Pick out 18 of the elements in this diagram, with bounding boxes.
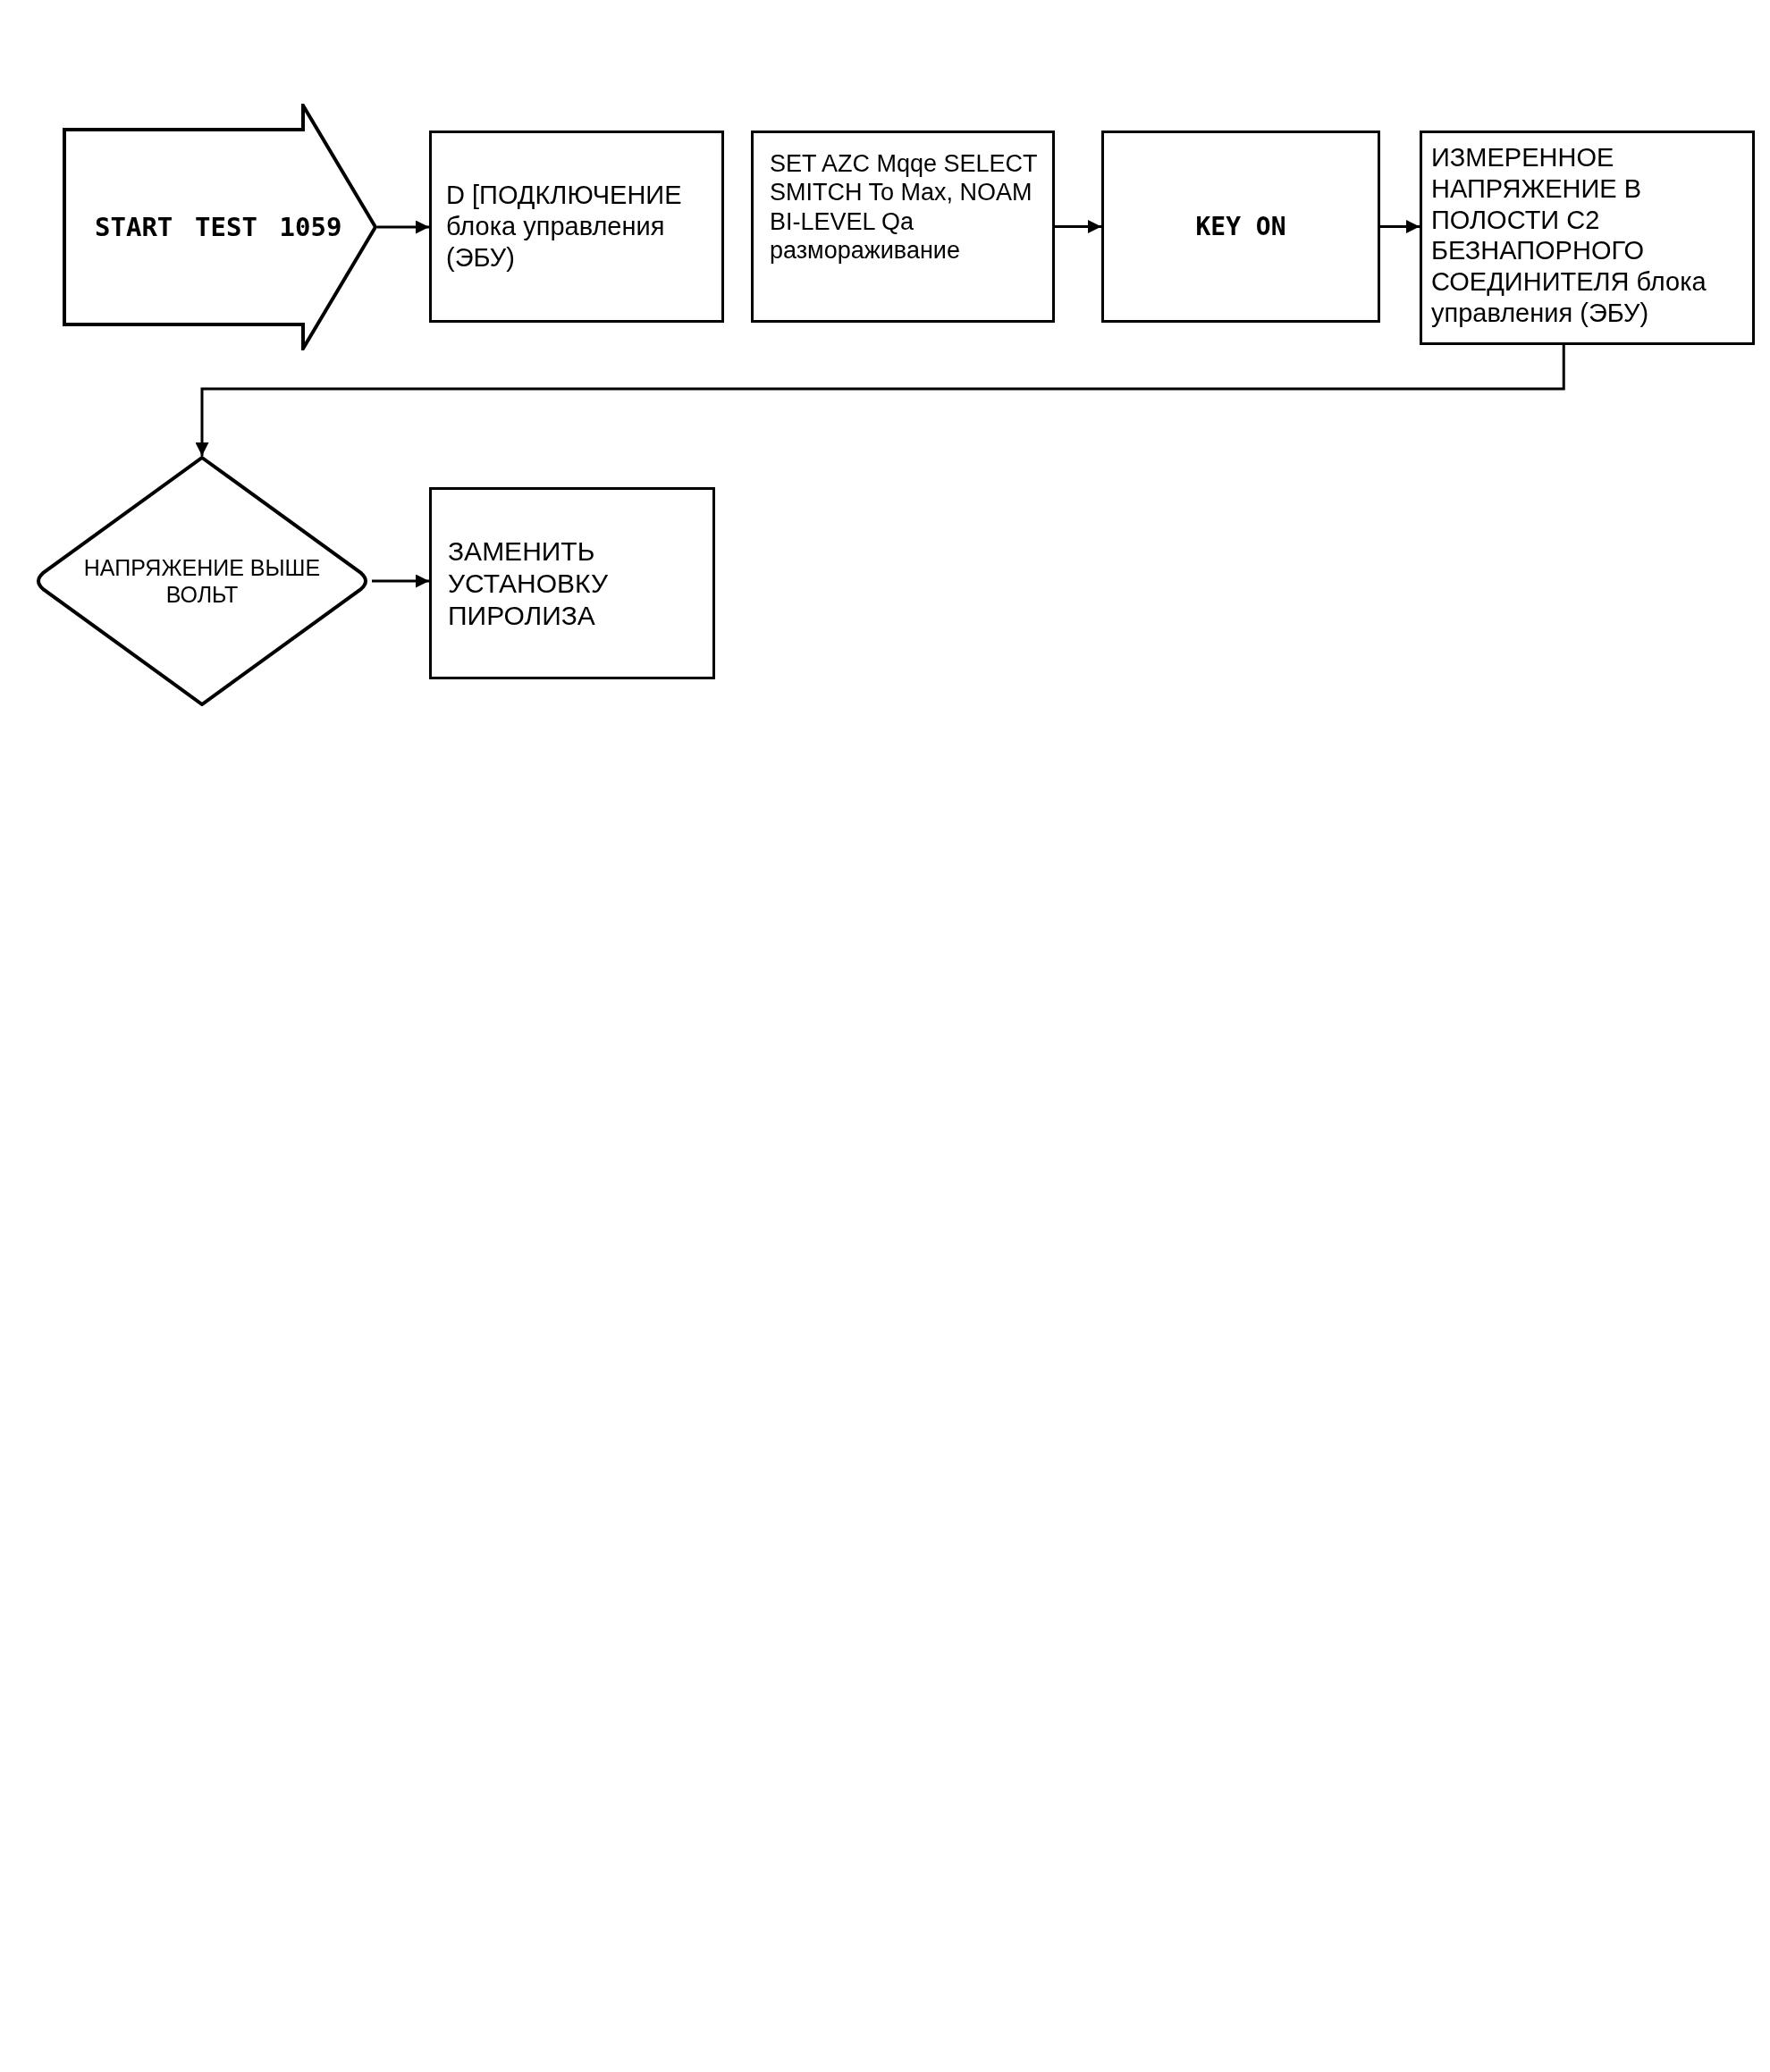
step-text: ЗАМЕНИТЬ УСТАНОВКУ ПИРОЛИЗА bbox=[448, 535, 609, 632]
process-box bbox=[1420, 131, 1755, 345]
flow-arrow bbox=[372, 574, 429, 588]
flow-arrow bbox=[377, 220, 429, 234]
start-label: START TEST 1059 bbox=[95, 211, 342, 243]
flow-arrow bbox=[1380, 220, 1420, 233]
process-box bbox=[429, 131, 724, 323]
process-box bbox=[429, 487, 715, 679]
step-text: KEY ON bbox=[1195, 211, 1286, 242]
process-box bbox=[1101, 131, 1380, 323]
decision-text: НАПРЯЖЕНИЕ ВЫШЕ ВОЛЬТ bbox=[82, 554, 322, 608]
flow-arrow bbox=[1055, 220, 1101, 233]
process-box bbox=[751, 131, 1055, 323]
step-text: ИЗМЕРЕННОЕ НАПРЯЖЕНИЕ В ПОЛОСТИ C2 БЕЗНАПОРНОГО СОЕДИНИТЕЛЯ блока управления (ЭБУ) bbox=[1431, 142, 1707, 329]
step-text: SET AZC Mqqe SELECT SMITCH To Max, NOAM BI-LEVEL Qa размораживание bbox=[770, 149, 1039, 265]
flow-arrow bbox=[195, 345, 1565, 456]
step-text: D [ПОДКЛЮЧЕНИЕ блока управления (ЭБУ) bbox=[446, 180, 683, 274]
start-arrow bbox=[63, 104, 377, 350]
